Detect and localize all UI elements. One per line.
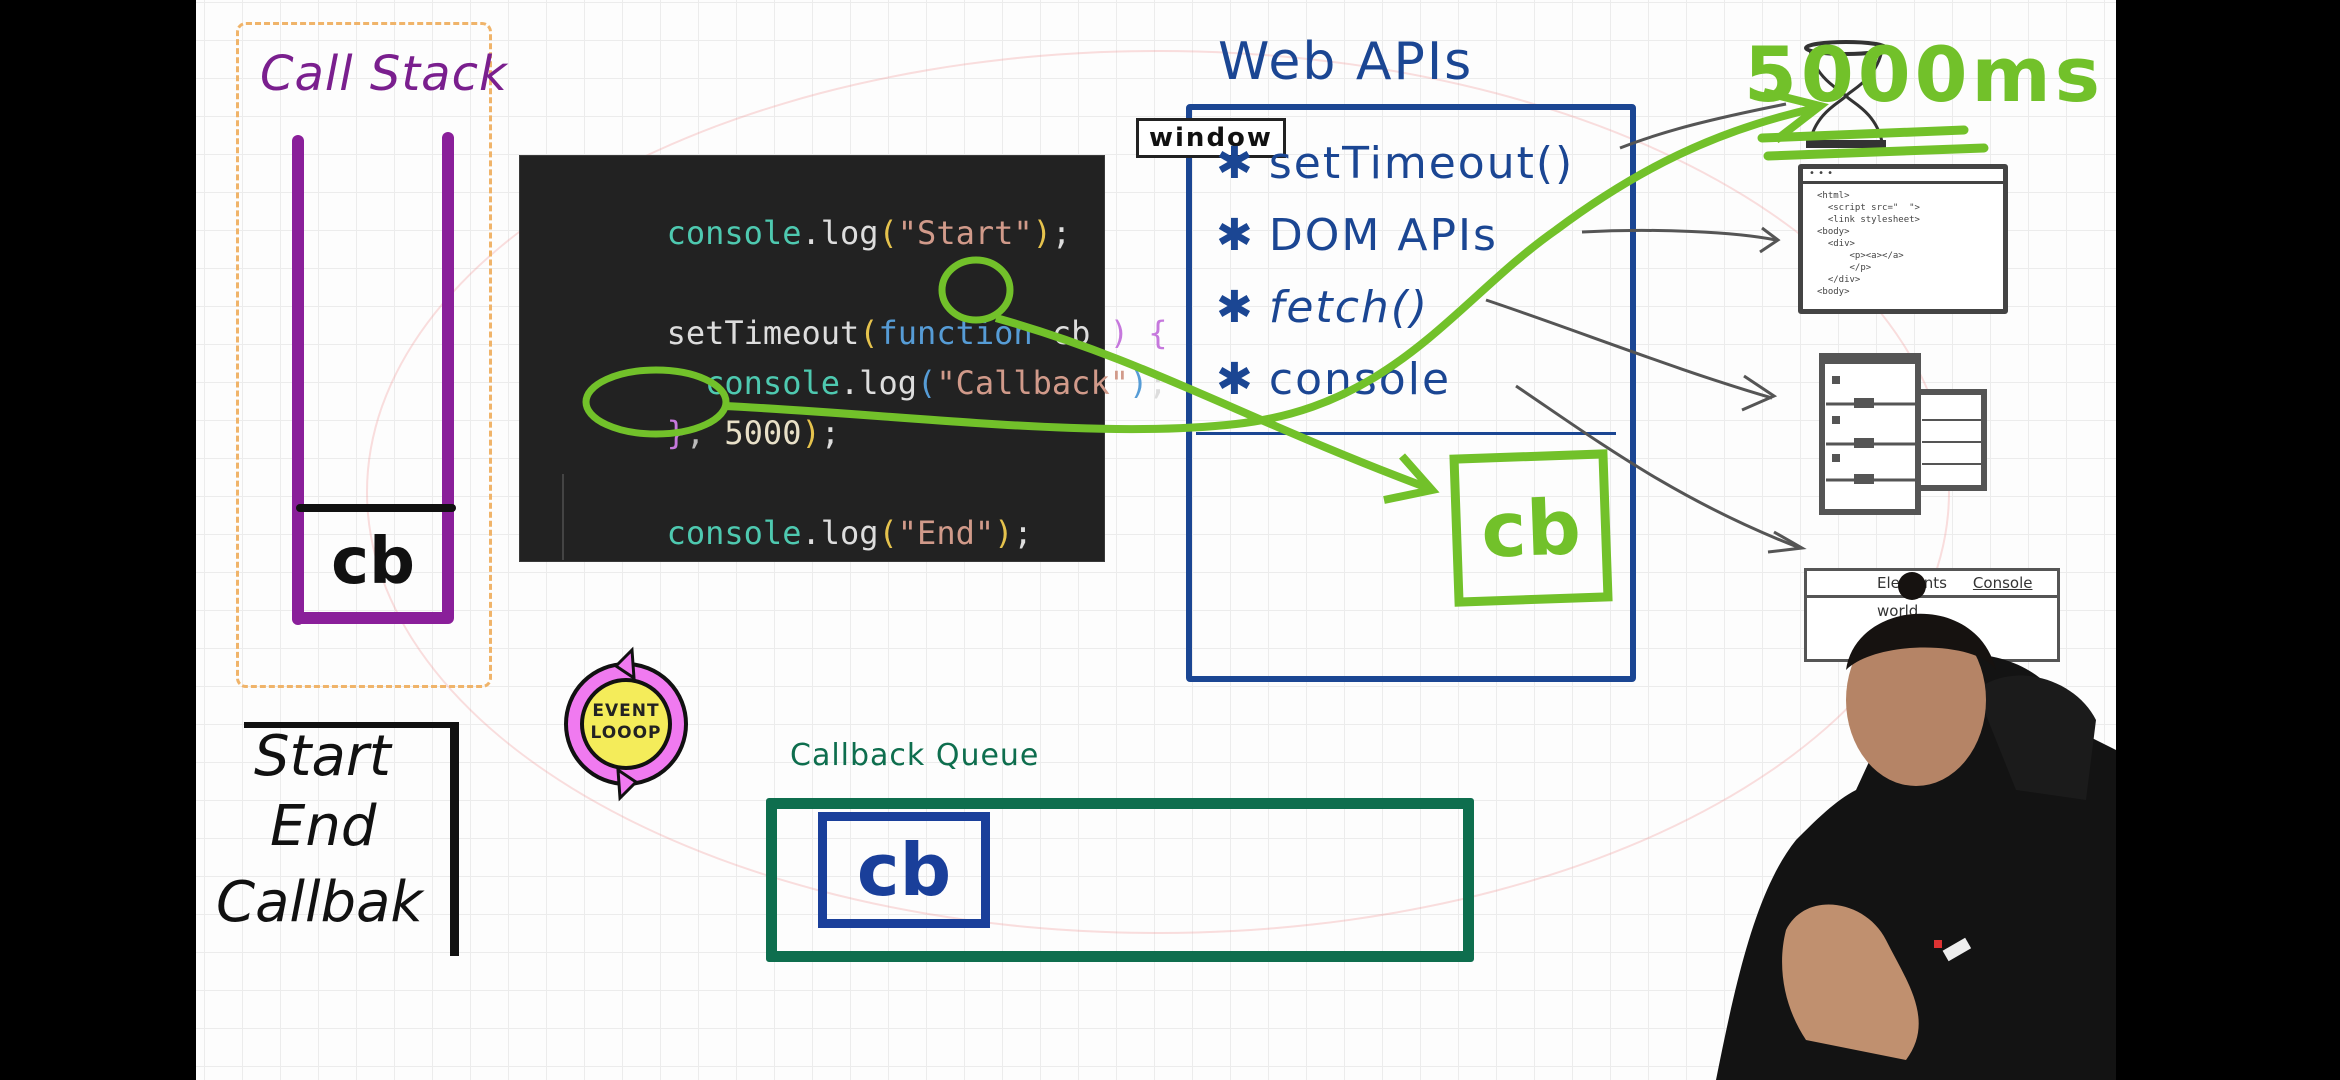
code-token: }: [666, 414, 686, 452]
code-token: (: [917, 364, 937, 402]
code-line-delay: }, 5000);: [551, 376, 840, 490]
code-token: .log: [801, 214, 879, 252]
hair: [1846, 613, 1996, 670]
event-loop-label: EVENT LOOOP: [546, 700, 706, 744]
code-token: "Start": [897, 214, 1033, 252]
call-stack-left-wall: [292, 135, 304, 625]
browser-html-code: <html> <script src=" "> <link stylesheet…: [1817, 191, 1920, 297]
presenter-video: [1716, 572, 2116, 1080]
code-token: "Callback": [936, 364, 1129, 402]
api-item-label: DOM APIs: [1268, 210, 1498, 261]
call-stack-title: Call Stack: [260, 46, 508, 102]
code-token-delay: 5000: [724, 414, 802, 452]
callback-queue-item-cb: cb: [818, 812, 990, 928]
hand: [1782, 904, 1919, 1060]
bullet-star-icon: ✱: [1216, 354, 1255, 405]
code-snippet: console.log("Start"); setTimeout(functio…: [519, 155, 1168, 562]
browser-window-icon: • • • <html> <script src=" "> <link styl…: [1798, 164, 2008, 314]
event-loop-label-line: EVENT: [592, 701, 660, 721]
code-token: ;: [1013, 514, 1033, 552]
console-output-line: End: [270, 794, 377, 859]
api-item-label: console: [1268, 354, 1452, 405]
server-icon: [1819, 353, 1987, 515]
call-stack-frame-divider: [296, 504, 456, 512]
console-output-line: Start: [254, 724, 391, 789]
bullet-star-icon: ✱: [1216, 282, 1255, 333]
code-token: .log: [839, 364, 918, 402]
code-line-start: console.log("Start");: [551, 176, 1072, 290]
video-frame: Call Stack cb console.log("Start"); setT…: [196, 0, 2116, 1080]
code-token: ;: [1148, 364, 1168, 402]
code-token: (: [878, 214, 898, 252]
console-output-line: Callbak: [216, 870, 423, 935]
api-item-console: ✱ console: [1216, 354, 1451, 405]
api-item-settimeout: ✱ setTimeout(): [1216, 138, 1574, 189]
code-token: ;: [1051, 214, 1072, 252]
web-apis-title: Web APIs: [1218, 32, 1474, 92]
api-item-dom-apis: ✱ DOM APIs: [1216, 210, 1498, 261]
chair: [1976, 675, 2096, 800]
api-item-fetch: ✱ fetch(): [1216, 282, 1429, 333]
background-circle: [366, 50, 1950, 934]
event-loop-icon: EVENT LOOOP: [546, 644, 706, 802]
console-output-box: [244, 722, 459, 956]
code-token: ): [801, 414, 821, 452]
callback-queue-box: [766, 798, 1474, 962]
call-stack-bottom: [292, 612, 452, 624]
call-stack-frame-cb: cb: [331, 525, 415, 599]
code-token: ,: [685, 414, 725, 452]
timer-label: 5000ms: [1744, 30, 2104, 119]
devtools-tab-console: Console: [1972, 574, 2033, 592]
code-token: .log: [801, 514, 879, 552]
api-item-label: setTimeout(): [1268, 138, 1575, 189]
code-line-end: console.log("End");: [551, 476, 1033, 590]
bullet-star-icon: ✱: [1216, 210, 1255, 261]
event-loop-label-line: LOOOP: [590, 723, 662, 743]
api-item-label: fetch(): [1268, 282, 1430, 333]
code-token: console: [666, 514, 802, 552]
code-token: ): [1128, 364, 1149, 402]
web-apis-pending-cb: cb: [1449, 449, 1613, 607]
web-apis-divider: [1196, 432, 1616, 435]
code-token: ): [1032, 214, 1052, 252]
code-token: console: [666, 214, 802, 252]
bullet-star-icon: ✱: [1216, 138, 1255, 189]
code-token: "End": [897, 514, 995, 552]
call-stack-dashed-border: [236, 22, 492, 688]
browser-titlebar: • • •: [1803, 169, 2003, 184]
event-loop-cycle-icon: [564, 646, 688, 802]
code-token: (: [878, 514, 898, 552]
code-token: ;: [820, 414, 840, 452]
code-token: ): [994, 514, 1014, 552]
call-stack-right-wall: [442, 132, 454, 624]
indent-guide: [562, 474, 564, 560]
face: [1846, 614, 1986, 786]
callback-queue-title: Callback Queue: [790, 738, 1040, 773]
